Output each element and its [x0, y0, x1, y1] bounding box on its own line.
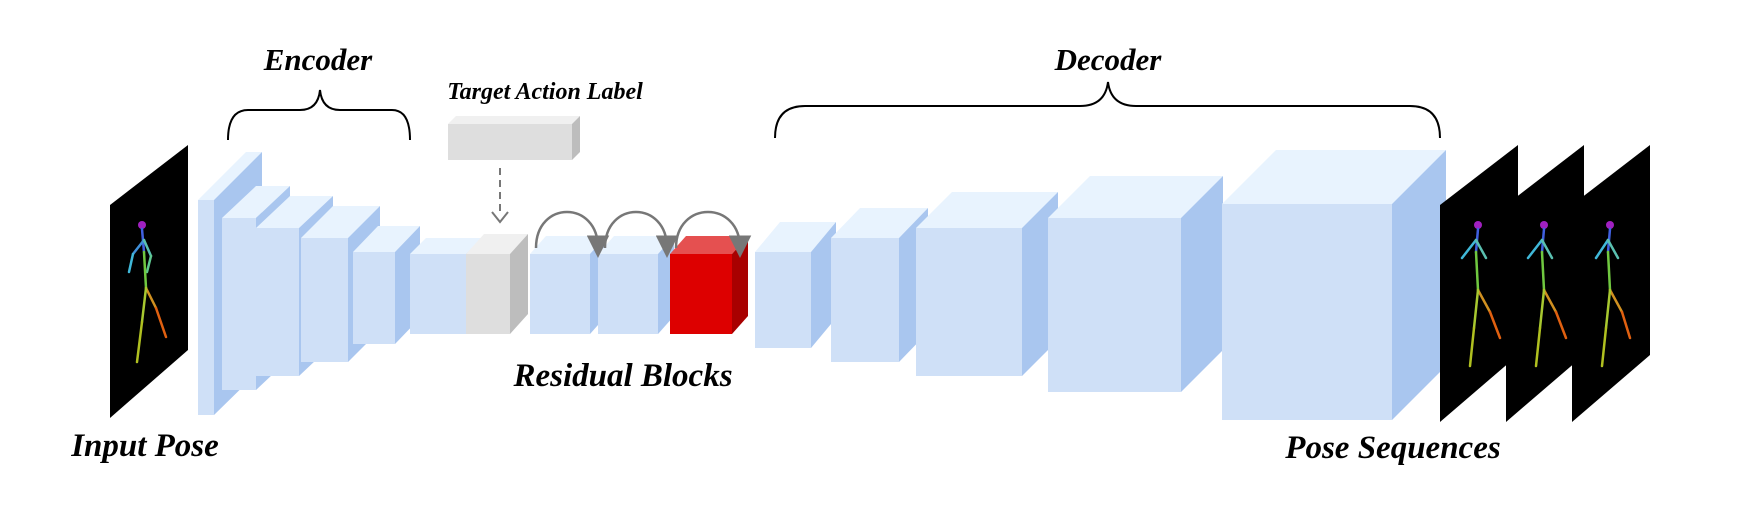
- output-pose-panel-2: [1506, 145, 1584, 422]
- decoder-bracket: [774, 81, 1441, 139]
- encoder-layer-5: [353, 226, 420, 344]
- skip-connection-icon-1: [534, 210, 610, 258]
- encoder-label: Encoder: [263, 42, 373, 77]
- decoder-layer-2: [831, 208, 928, 362]
- residual-blocks-label: Residual Blocks: [512, 358, 732, 394]
- output-skeleton-pose-icon-1: [1460, 221, 1502, 368]
- pose-sequences-label: Pose Sequences: [1284, 430, 1500, 466]
- skip-connection-icon-3: [674, 210, 752, 258]
- decoder-layer-3: [916, 192, 1058, 376]
- output-skeleton-pose-icon-3: [1594, 221, 1632, 368]
- label-concat-block: [466, 234, 528, 334]
- decoder-layer-5: [1222, 150, 1446, 420]
- input-pose-label: Input Pose: [70, 428, 219, 464]
- residual-block-3-highlighted: [670, 236, 748, 334]
- residual-block-1: [530, 236, 606, 334]
- target-action-label-box: [448, 116, 580, 160]
- input-pose-panel: [110, 145, 188, 418]
- residual-block-2: [598, 236, 674, 334]
- skip-connection-icon-2: [603, 210, 679, 258]
- label-arrow-head: [491, 211, 509, 224]
- decoder-layer-4: [1048, 176, 1223, 392]
- output-pose-panel-1: [1440, 145, 1518, 422]
- encoder-bracket: [227, 89, 411, 141]
- output-pose-panel-3: [1572, 145, 1650, 422]
- target-action-label: Target Action Label: [447, 79, 643, 105]
- input-skeleton-pose-icon: [127, 221, 168, 364]
- output-skeleton-pose-icon-2: [1526, 221, 1568, 368]
- decoder-label: Decoder: [1054, 42, 1163, 77]
- decoder-layer-1: [755, 222, 836, 348]
